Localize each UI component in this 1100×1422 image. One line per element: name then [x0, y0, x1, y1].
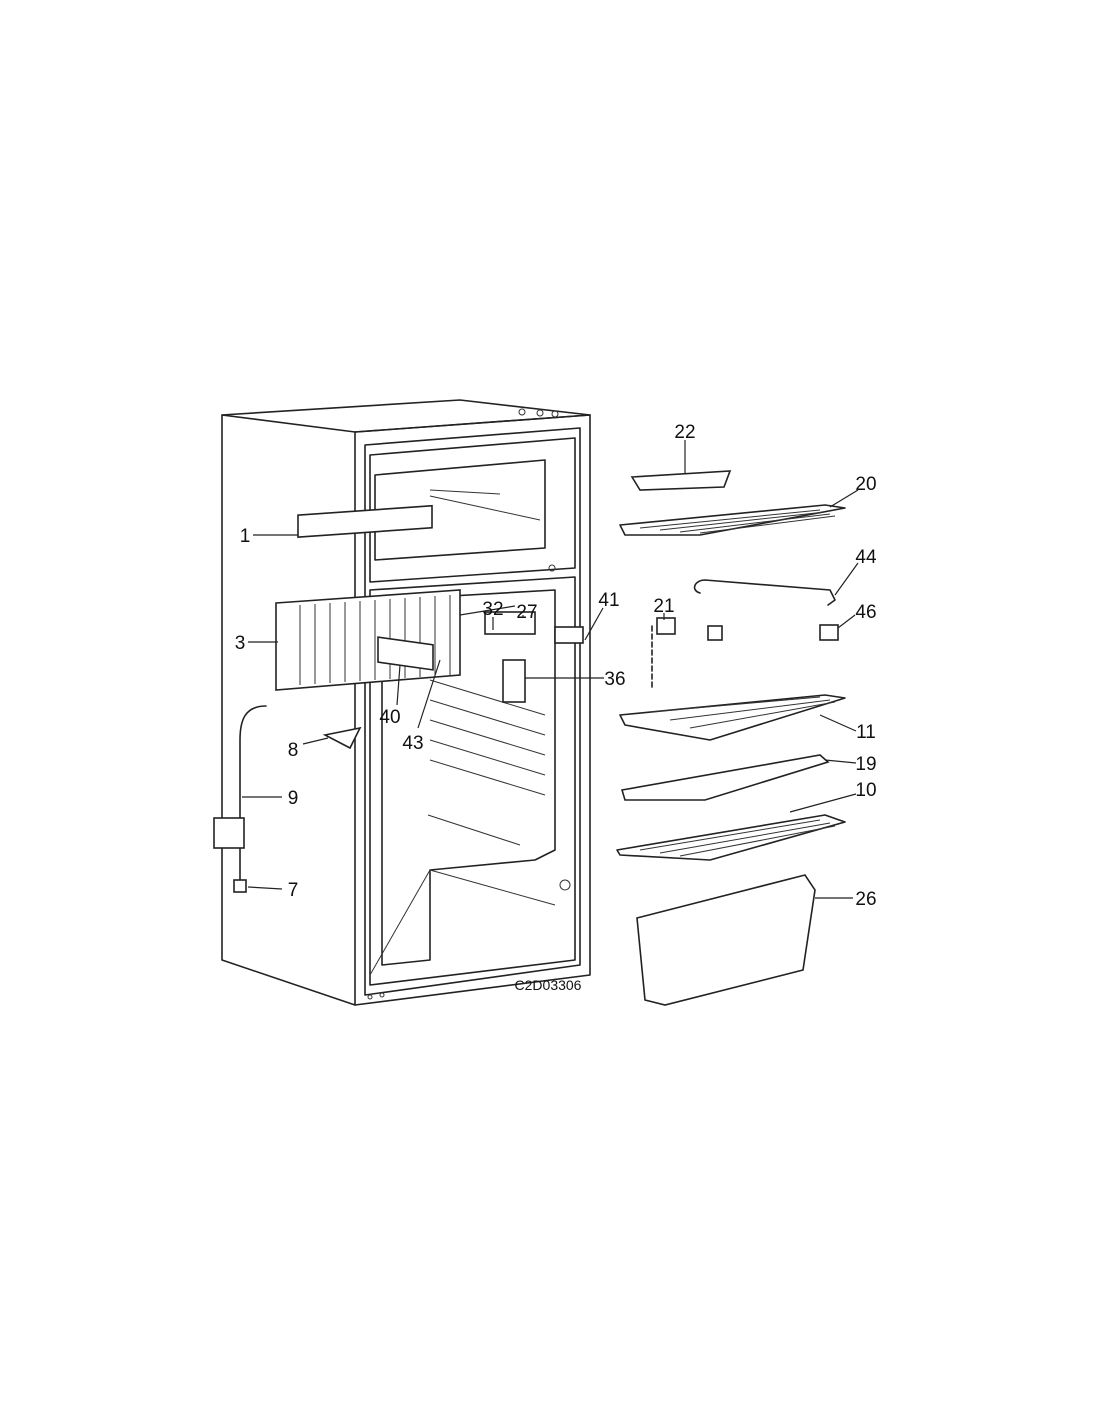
part-20-wire-shelf: [619, 504, 846, 536]
callout-44: 44: [855, 547, 877, 568]
callout-11: 11: [856, 722, 876, 743]
part-44-rod: [693, 579, 836, 606]
part-22-ice-tray: [630, 470, 732, 491]
callout-36: 36: [604, 669, 625, 690]
callout-7: 7: [288, 880, 299, 901]
part-bracket-small: [707, 625, 723, 641]
part-7-nut: [233, 879, 247, 893]
part-46-clip: [819, 624, 839, 641]
callout-40: 40: [379, 707, 400, 728]
part-21-bracket: [656, 617, 676, 635]
part-10-wire-shelf: [616, 814, 846, 861]
callout-10: 10: [855, 780, 876, 801]
callout-32: 32: [482, 599, 503, 620]
part-1-strip: [297, 504, 433, 539]
callout-1: 1: [240, 526, 251, 547]
part-9-tube: [239, 705, 267, 881]
part-40-block: [377, 636, 434, 671]
refrigerator-cabinet: [221, 399, 591, 1006]
part-3-evaporator: [275, 589, 461, 691]
callout-41: 41: [598, 590, 619, 611]
callout-43: 43: [402, 733, 423, 754]
callout-26: 26: [855, 889, 876, 910]
part-26-crisper-drawer: [636, 874, 816, 1006]
callout-19: 19: [855, 754, 876, 775]
callout-46: 46: [855, 602, 876, 623]
leader-lines: [242, 440, 859, 899]
callout-22: 22: [674, 422, 695, 443]
callout-3: 3: [235, 633, 246, 654]
part-11-wire-shelf: [619, 694, 846, 741]
part-36-module: [502, 659, 526, 703]
callout-9: 9: [288, 788, 299, 809]
part-9-clip: [213, 817, 245, 849]
callout-20: 20: [855, 474, 876, 495]
part-19-glass-shelf: [620, 754, 830, 801]
drawing-code: C2D03306: [515, 977, 582, 993]
callout-21: 21: [653, 596, 674, 617]
callout-27: 27: [516, 602, 537, 623]
shelf-rails: [427, 679, 546, 846]
part-41-knob: [554, 626, 584, 644]
part-8-bracket: [322, 726, 362, 750]
callout-8: 8: [288, 740, 299, 761]
